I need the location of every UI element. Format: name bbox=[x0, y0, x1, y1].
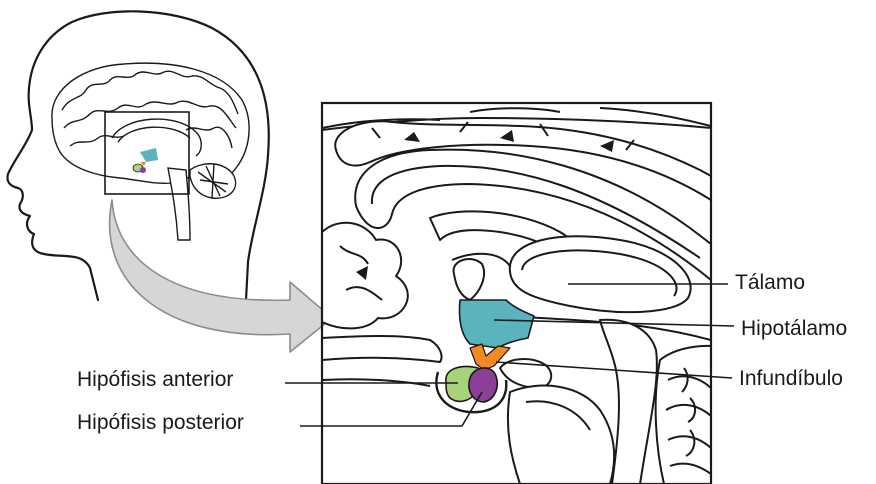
label-talamo: Tálamo bbox=[735, 272, 805, 293]
label-hipofisis-anterior: Hipófisis anterior bbox=[77, 369, 233, 390]
brain-overview bbox=[52, 63, 249, 240]
zoom-arrow-icon bbox=[110, 200, 332, 352]
label-hipofisis-posterior: Hipófisis posterior bbox=[77, 412, 244, 433]
hypothalamus-region bbox=[459, 300, 534, 348]
posterior-pituitary-region bbox=[469, 368, 497, 402]
label-hipotalamo: Hipotálamo bbox=[741, 318, 847, 339]
label-infundibulo: Infundíbulo bbox=[739, 368, 843, 389]
neck-back bbox=[246, 155, 268, 300]
inset-detail bbox=[322, 103, 711, 484]
